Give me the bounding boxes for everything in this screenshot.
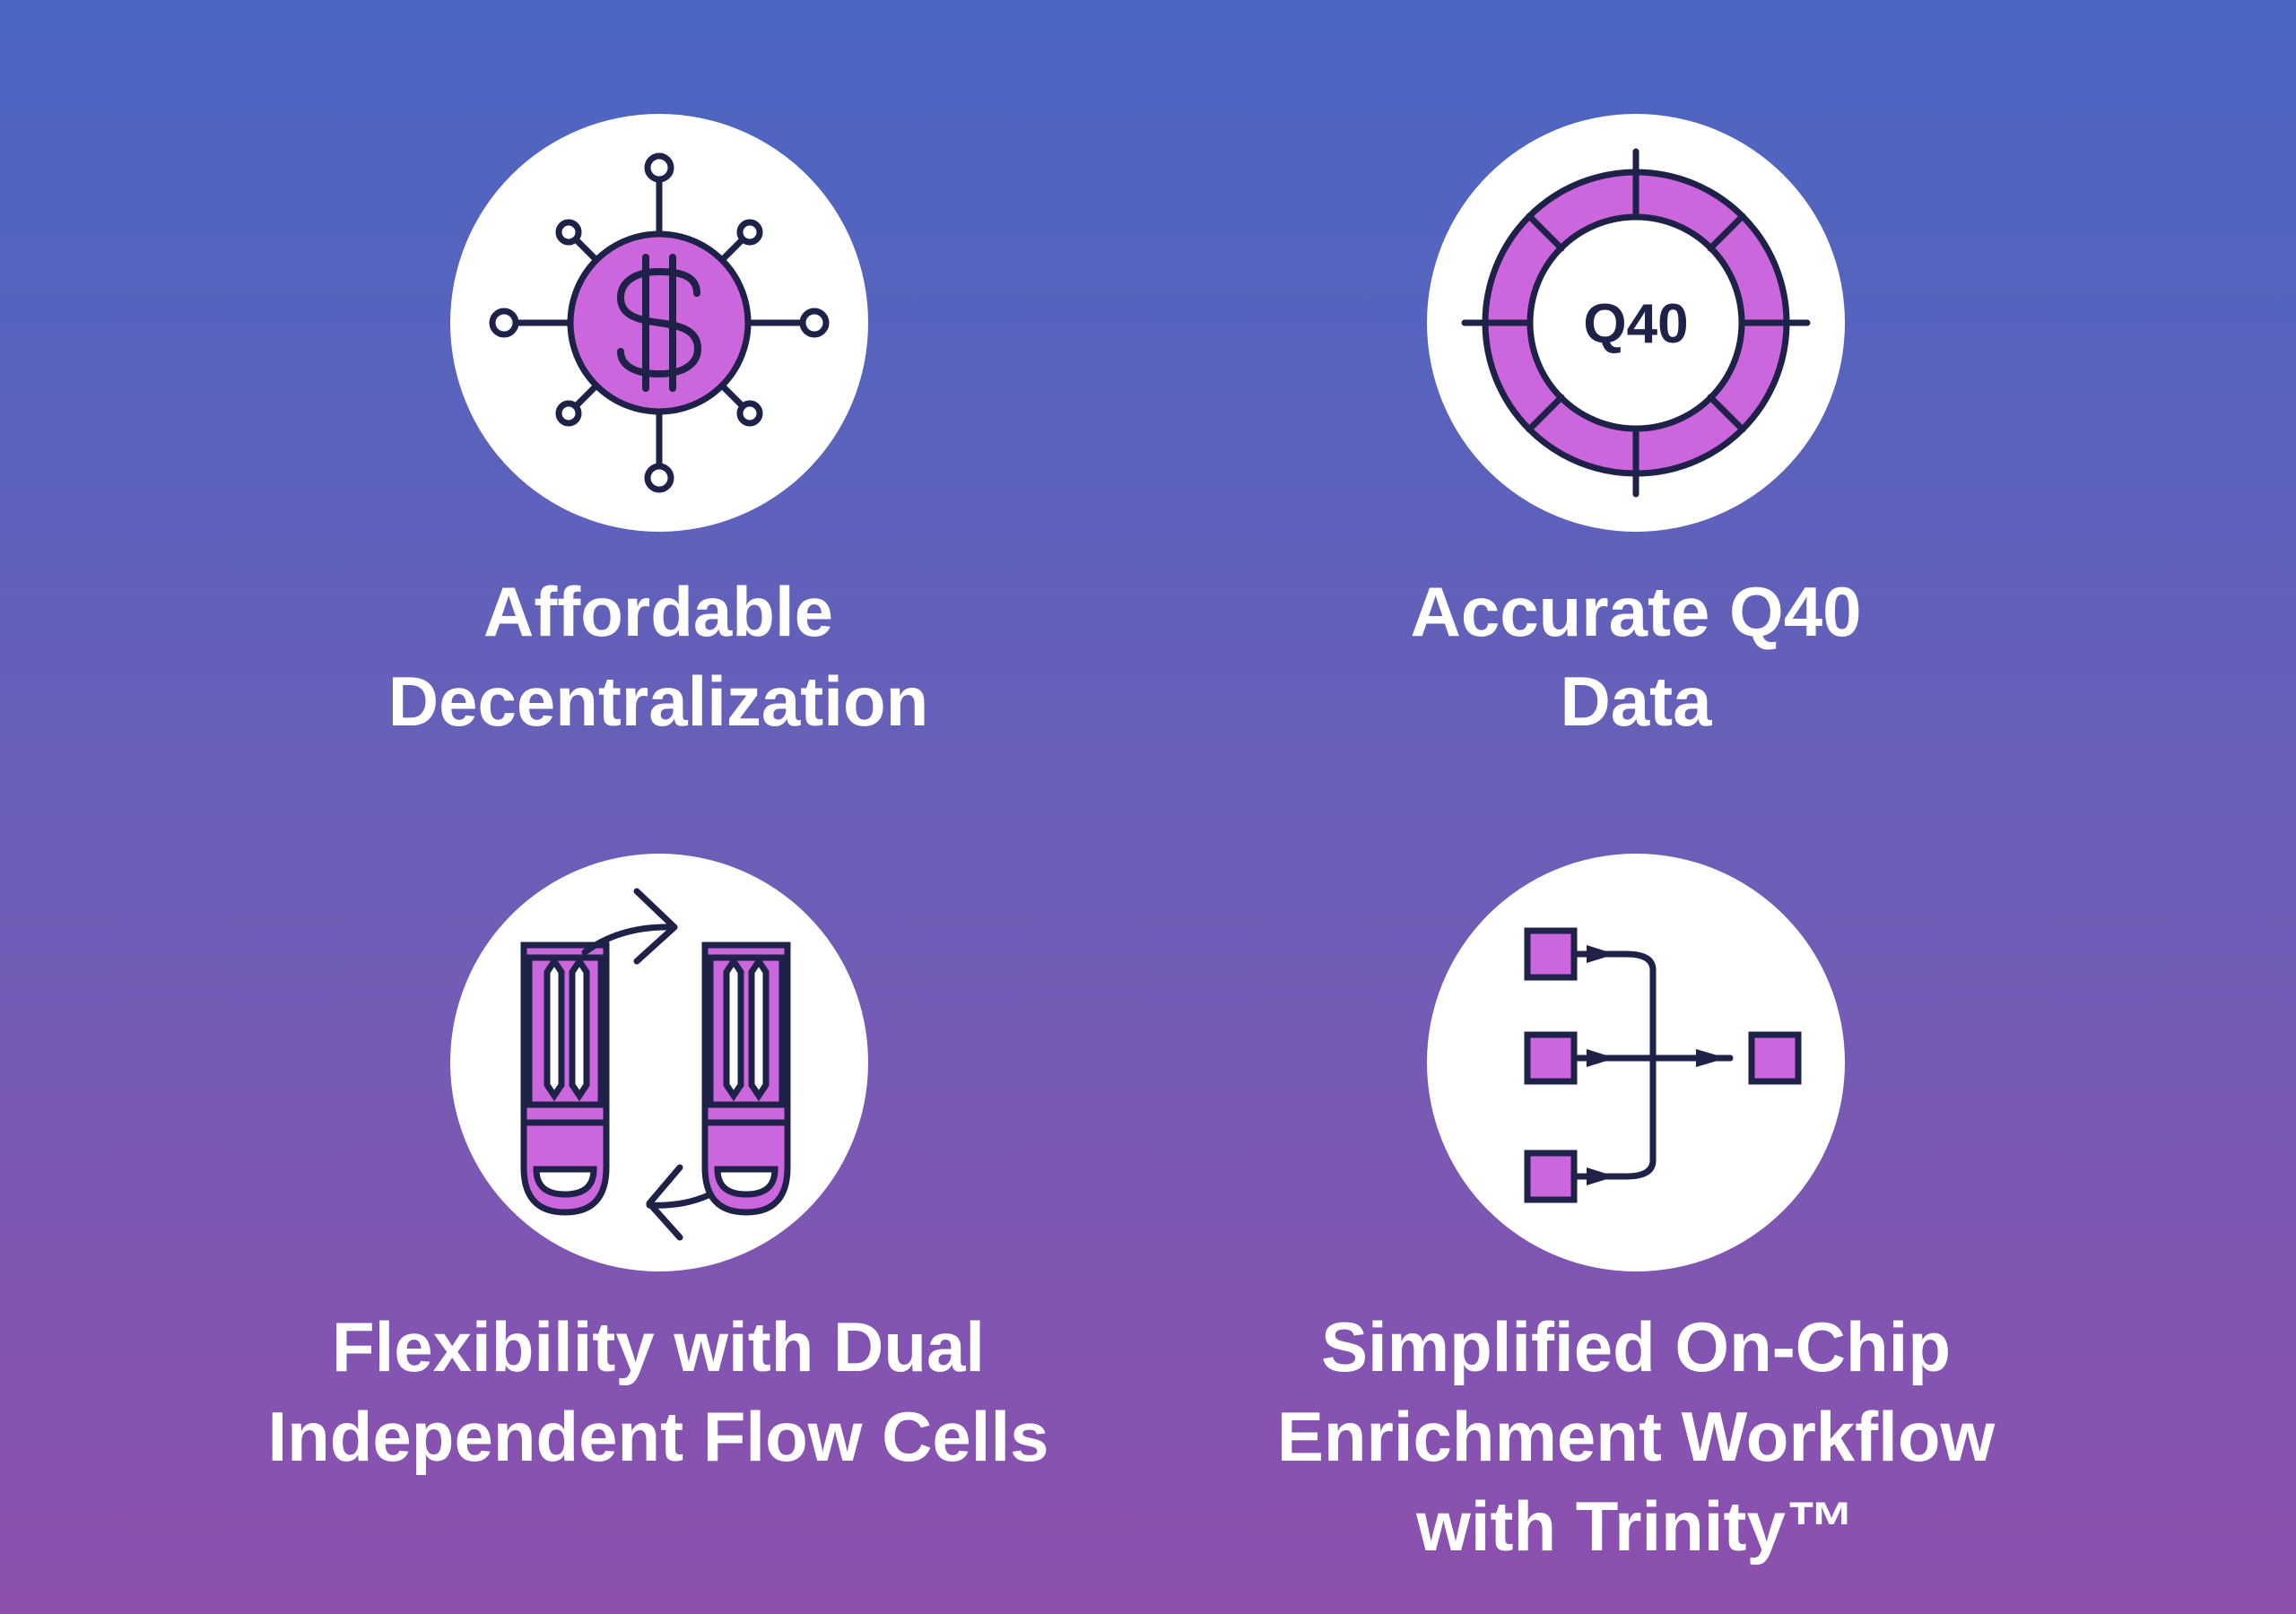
icon-circle-workflow: [1427, 854, 1845, 1271]
feature-label-line: Data: [1560, 662, 1712, 741]
icon-circle-accurate: Q40: [1427, 114, 1845, 532]
feature-label-line: with Trinity™: [1416, 1487, 1856, 1566]
workflow-merge-icon: [1524, 927, 1802, 1203]
feature-label-line: Enrichment Workflow: [1276, 1397, 1996, 1476]
icon-circle-affordable: [450, 114, 868, 532]
feature-label-line: Independent Flow Cells: [267, 1397, 1049, 1476]
feature-label-flexibility: Flexibility with Dual Independent Flow C…: [210, 1302, 1107, 1481]
feature-label-accurate: Accurate Q40 Data: [1187, 567, 2084, 746]
feature-label-workflow: Simplified On-Chip Enrichment Workflow w…: [1187, 1302, 2084, 1571]
dual-flow-cells-icon: [520, 888, 791, 1241]
feature-label-affordable: Affordable Decentralization: [210, 567, 1107, 746]
feature-label-line: Simplified On-Chip: [1321, 1307, 1951, 1386]
q40-icon-text: Q40: [1583, 293, 1688, 355]
feature-label-line: Accurate Q40: [1410, 572, 1862, 651]
icon-circle-flexibility: [450, 854, 868, 1271]
feature-label-line: Decentralization: [387, 662, 929, 741]
feature-label-line: Flexibility with Dual: [331, 1307, 986, 1386]
q40-target-icon: Q40: [1461, 148, 1811, 498]
dollar-network-icon: [489, 152, 830, 493]
feature-label-line: Affordable: [483, 572, 833, 651]
